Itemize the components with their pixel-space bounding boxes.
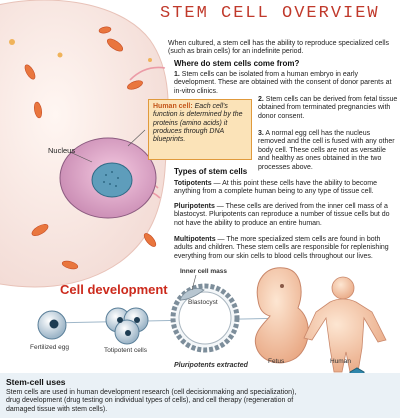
human-illustration (303, 276, 387, 373)
callout-lead: Human cell: (153, 103, 193, 110)
label-human: Human (330, 358, 351, 365)
types-heading: Types of stem cells (174, 167, 248, 176)
blastocyst-illustration (170, 274, 240, 353)
callout-text: Each cell's function is determined by th… (153, 103, 243, 144)
uses-heading: Stem-cell uses (6, 377, 66, 387)
source-item-1: 1. Stem cells can be isolated from a hum… (174, 71, 398, 96)
intro-text: When cultured, a stem cell has the abili… (168, 40, 389, 56)
label-totipotent-cells: Totipotent cells (104, 347, 147, 354)
label-inner-cell-mass: Inner cell mass (180, 268, 227, 275)
source-item-2: 2. Stem cells can be derived from fetal … (258, 96, 398, 121)
human-cell-callout: Human cell: Each cell's function is dete… (148, 99, 252, 160)
type-pluripotents: Pluripotents — These cells are derived f… (174, 203, 398, 228)
type-text: — These cells are derived from the inner… (174, 203, 390, 227)
page-title: STEM CELL OVERVIEW (160, 4, 380, 23)
uses-panel: Stem-cell uses Stem cells are used in hu… (0, 373, 400, 418)
uses-text: Stem cells are used in human development… (6, 389, 297, 413)
where-heading: Where do stem cells come from? (174, 59, 300, 68)
type-totipotents: Totipotents — At this point these cells … (174, 180, 398, 197)
fetus-illustration (254, 267, 309, 364)
label-fetus: Fetus (268, 358, 285, 365)
source-text: Stem cells can be isolated from a human … (174, 71, 392, 95)
type-name: Totipotents (174, 180, 212, 187)
label-fertilized-egg: Fertilized egg (30, 344, 70, 351)
nucleus-label: Nucleus (48, 146, 76, 155)
type-multipotents: Multipotents — The more specialized stem… (174, 236, 398, 261)
label-blastocyst: Blastocyst (188, 299, 218, 306)
pluripotents-extracted-label: Pluripotents extracted (174, 362, 248, 369)
source-number: 2. (258, 96, 264, 103)
source-text: A normal egg cell has the nucleus remove… (258, 130, 395, 171)
source-number: 1. (174, 71, 180, 78)
source-item-3: 3. A normal egg cell has the nucleus rem… (258, 130, 398, 172)
type-text: — The more specialized stem cells are fo… (174, 236, 389, 260)
source-text: Stem cells can be derived from fetal tis… (258, 96, 398, 120)
type-name: Multipotents (174, 236, 216, 243)
source-number: 3. (258, 130, 264, 137)
type-text: — At this point these cells have the abi… (174, 180, 377, 196)
cell-development-label: Cell development (60, 282, 168, 297)
fertilized-egg-illustration (37, 310, 67, 340)
totipotent-cells-illustration (105, 307, 149, 345)
type-name: Pluripotents (174, 203, 215, 210)
